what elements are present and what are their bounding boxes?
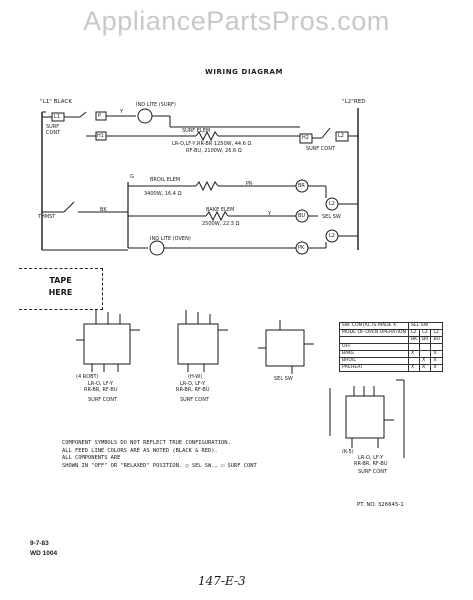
bake-elem-spec: 2500W, 22.3 Ω <box>202 221 240 227</box>
terminal-h2: H2 <box>302 135 309 141</box>
detail4-caption: SURF CONT <box>358 469 387 475</box>
part-number: PT. NO. 326645-1 <box>357 502 404 508</box>
l2-red-label: "L2"RED <box>342 99 366 105</box>
terminal-p: P <box>98 113 102 119</box>
detail4-spec2: RR-BR, RF-BU <box>354 461 388 467</box>
table-cell: MODE OF OVEN OPERATION <box>339 329 409 337</box>
table-cell <box>419 343 432 351</box>
tape-here-box: TAPE HERE <box>19 268 103 310</box>
table-cell: L2 <box>419 329 432 337</box>
wire-y-top: Y <box>120 109 124 115</box>
wire-y-bake: Y <box>268 211 272 217</box>
detail2-id: (H-W) <box>188 374 203 380</box>
table-row: MODE OF OVEN OPERATION L2 L2 L2 <box>339 329 443 337</box>
watermark: AppliancePartsPros.com <box>83 6 390 36</box>
sel-sw-label: SEL SW <box>322 214 341 220</box>
broil-elem-label: BROIL ELEM <box>150 177 181 183</box>
table-header-cell: SW. CONTACTS MADE X <box>339 322 409 330</box>
wire-bk-thmst: BK <box>100 207 107 213</box>
table-row: OFF <box>339 343 443 351</box>
handwritten-ref: 147-E-3 <box>198 574 246 588</box>
table-cell <box>407 357 421 365</box>
terminal-l2-broil: L2 <box>329 201 335 207</box>
surf-cont-left-label: SURF CONT <box>46 124 61 136</box>
circle-bu: BU <box>298 213 306 219</box>
table-header-cell: SEL SW <box>407 322 444 330</box>
detail4-spec1: LR-O, LF-Y <box>358 455 384 461</box>
l1-black-label: "L1" BLACK <box>40 99 72 105</box>
notes-block: COMPONENT SYMBOLS DO NOT REFLECT TRUE CO… <box>62 440 302 470</box>
sel-sw-contact-table: SW. CONTACTS MADE X SEL SW MODE OF OVEN … <box>339 322 444 372</box>
table-cell: OFF <box>339 343 409 351</box>
circle-br: BR <box>298 183 305 189</box>
surf-cont-right-label: SURF CONT <box>306 146 335 152</box>
detail2-spec2: RR-BR, RF-BU <box>176 387 210 393</box>
diagram-title: WIRING DIAGRAM <box>205 68 284 76</box>
bake-elem-label: BAKE ELEM <box>206 207 235 213</box>
table-cell: X <box>419 357 432 365</box>
doc-code: WD 1004 <box>30 550 58 557</box>
table-cell <box>339 336 409 344</box>
table-cell: L2 <box>430 329 443 337</box>
detail1-id: (4 ROBT) <box>76 374 99 380</box>
table-cell <box>419 350 432 358</box>
terminal-l2-oven: L2 <box>329 233 335 239</box>
table-cell: BU <box>430 336 443 344</box>
table-row: BAKE X X <box>339 350 443 358</box>
detail1-spec2: RR-BR, RF-BU <box>84 387 118 393</box>
table-cell: BR <box>419 336 432 344</box>
note-line: SHOWN IN "OFF" OR "RELAXED" POSITION. ○ … <box>62 462 257 469</box>
table-cell: X <box>407 350 421 358</box>
ind-lite-oven-label: IND LITE (OVEN) <box>150 236 191 242</box>
detail2-caption: SURF CONT <box>180 397 209 403</box>
table-row: BK BR BU <box>339 336 443 344</box>
detail2-spec1: LR-O, LF-Y <box>180 381 206 387</box>
table-header-row: SW. CONTACTS MADE X SEL SW <box>339 322 444 330</box>
detail1-spec1: LR-O, LF-Y <box>88 381 114 387</box>
wire-pr: PR <box>246 181 253 187</box>
circle-pk: PK <box>298 245 305 251</box>
table-cell: X <box>430 350 443 358</box>
table-cell: BROIL <box>339 357 409 365</box>
note-line: ALL COMPONENTS ARE <box>62 455 121 462</box>
table-cell <box>407 343 421 351</box>
note-line: COMPONENT SYMBOLS DO NOT REFLECT TRUE CO… <box>62 440 231 446</box>
table-cell: L2 <box>407 329 421 337</box>
thmst-label: THMST <box>38 214 56 220</box>
terminal-h1: H1 <box>97 133 104 139</box>
table-cell: X <box>430 364 443 372</box>
table-cell: X <box>419 364 432 372</box>
ind-lite-surf-label: IND LITE (SURF) <box>136 102 176 108</box>
broil-elem-spec: 3400W, 16.4 Ω <box>144 191 182 197</box>
table-cell: PREHEAT <box>339 364 409 372</box>
note-line: ALL FEED LINE COLORS ARE AS NOTED (BLACK… <box>62 447 218 454</box>
table-cell: BK <box>407 336 421 344</box>
table-cell: BAKE <box>339 350 409 358</box>
surf-elem-spec2: RF-BU, 2100W, 26.6 Ω <box>186 148 242 154</box>
terminal-g-broil: G <box>130 174 134 180</box>
surf-elem-spec1: LR-O,LF-Y,RR-BR 1250W, 44.6 Ω <box>172 141 252 147</box>
detail4-id: (K-5) <box>342 449 354 455</box>
terminal-l2: L2 <box>338 133 344 139</box>
surf-elem-label: SURF ELEM <box>182 128 211 134</box>
table-row: PREHEAT X X X <box>339 364 443 372</box>
tape-label: TAPE <box>49 276 72 285</box>
detail1-caption: SURF CONT <box>88 397 117 403</box>
table-cell <box>430 343 443 351</box>
table-row: BROIL X X <box>339 357 443 365</box>
here-label: HERE <box>48 288 73 297</box>
detail3-caption: SEL SW <box>274 376 293 382</box>
terminal-l1: L1 <box>54 114 60 120</box>
date-code: 9-7-83 <box>30 540 49 547</box>
table-cell: X <box>430 357 443 365</box>
table-cell: X <box>407 364 421 372</box>
